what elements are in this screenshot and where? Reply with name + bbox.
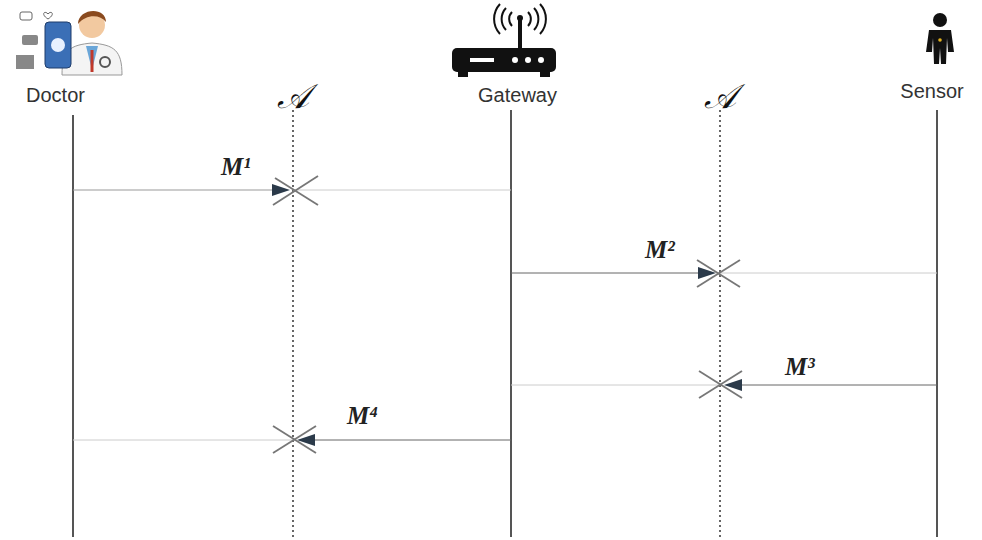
- message-label: M³: [783, 353, 817, 381]
- message-arrow: [727, 385, 937, 386]
- doctor-icon: [16, 11, 122, 75]
- router-icon: [452, 4, 556, 77]
- actor-label: Sensor: [899, 80, 965, 103]
- blocked-path: [293, 190, 511, 191]
- message-arrow: [300, 440, 511, 441]
- message-arrow: [511, 273, 713, 274]
- actor-node: Sensor: [895, 78, 969, 105]
- message-label: M¹: [219, 153, 253, 181]
- adversary-symbol: 𝒜: [277, 76, 309, 117]
- sensor-icon: [926, 13, 954, 64]
- actor-node: Gateway: [473, 82, 562, 109]
- lifeline: [936, 110, 938, 537]
- intercept-marks: [273, 176, 742, 453]
- message-arrow: [73, 190, 286, 191]
- actor-label: Doctor: [25, 84, 86, 107]
- message-label: M⁴: [345, 402, 380, 430]
- adversary-line: [719, 110, 721, 537]
- lifeline: [510, 110, 512, 537]
- actor-node: Doctor: [21, 82, 90, 109]
- adversary-line: [292, 110, 294, 537]
- blocked-path: [73, 440, 293, 441]
- adversary-symbol: 𝒜: [704, 76, 736, 117]
- blocked-path: [511, 385, 720, 386]
- message-label: M²: [643, 236, 677, 264]
- actor-label: Gateway: [477, 84, 558, 107]
- lifeline: [72, 115, 74, 537]
- blocked-path: [720, 273, 937, 274]
